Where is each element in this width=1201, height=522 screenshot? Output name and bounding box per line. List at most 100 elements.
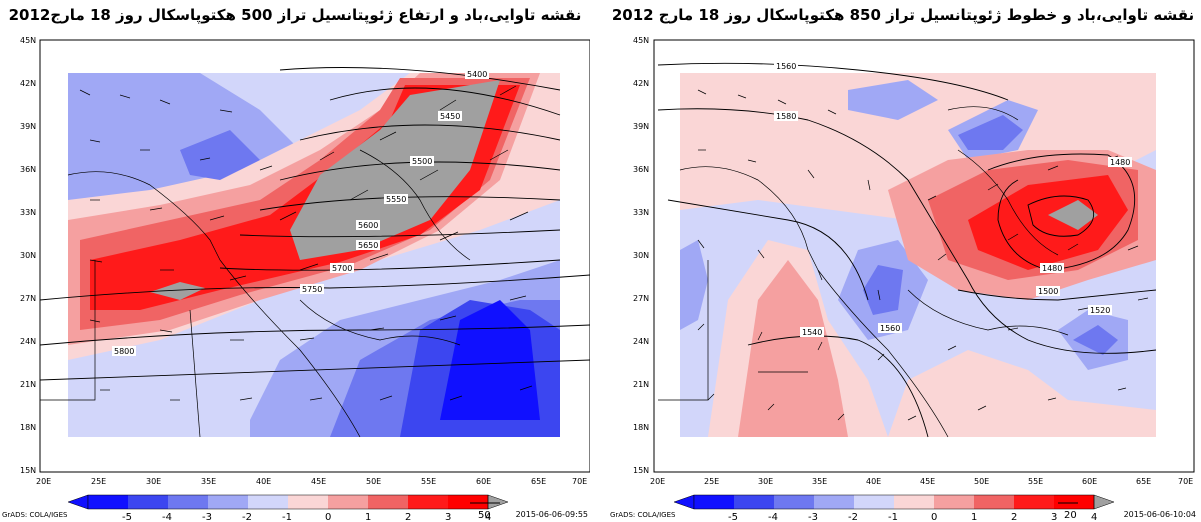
- svg-text:3: 3: [445, 512, 451, 522]
- map-frame: [39, 39, 590, 473]
- svg-text:50: 50: [478, 510, 491, 521]
- colorbar: -5 -4 -3 -2 -1 0 1 2 3 4: [673, 494, 1115, 522]
- svg-text:15N: 15N: [633, 466, 649, 475]
- contour-label: 5500: [412, 157, 432, 166]
- svg-text:3: 3: [1051, 512, 1057, 522]
- contour-label: 5700: [332, 264, 352, 273]
- vorticity-shading: [680, 73, 1156, 437]
- svg-text:39N: 39N: [633, 122, 649, 131]
- svg-text:15N: 15N: [20, 466, 36, 475]
- svg-text:35E: 35E: [812, 477, 827, 486]
- map-frame: [653, 39, 1195, 473]
- svg-text:2: 2: [405, 512, 411, 522]
- svg-text:25E: 25E: [704, 477, 719, 486]
- wind-vectors: [697, 89, 1149, 421]
- contour-label: 1580: [776, 112, 796, 121]
- timestamp: 2015-06-06-09:55: [515, 510, 588, 519]
- vector-reference: 20: [1058, 502, 1078, 521]
- contour-label-group: 1560 1580 1480 1480 1500 1520 1540 1560: [774, 61, 1132, 337]
- svg-text:50E: 50E: [366, 477, 381, 486]
- grads-credit: GrADS: COLA/IGES: [610, 511, 676, 519]
- svg-text:70E: 70E: [572, 477, 587, 486]
- svg-text:45E: 45E: [311, 477, 326, 486]
- svg-text:24N: 24N: [20, 337, 36, 346]
- svg-text:30N: 30N: [633, 251, 649, 260]
- map-panel-850: نقشه تاوایی،باد و خطوط ژئوپتانسیل تراز 8…: [608, 0, 1198, 522]
- y-axis-labels: 45N 42N 39N 36N 33N 30N 27N 24N 21N 18N …: [20, 36, 36, 475]
- svg-text:20E: 20E: [650, 477, 665, 486]
- svg-text:45N: 45N: [633, 36, 649, 45]
- x-axis-labels: 20E 25E 30E 35E 40E 45E 50E 55E 60E 65E …: [36, 477, 587, 486]
- contour-label: 1480: [1042, 264, 1062, 273]
- svg-text:20E: 20E: [36, 477, 51, 486]
- wind-vectors: [79, 85, 533, 401]
- svg-text:-3: -3: [808, 512, 818, 522]
- svg-text:20: 20: [1064, 510, 1077, 521]
- svg-text:27N: 27N: [633, 294, 649, 303]
- map-850: 1560 1580 1480 1480 1500 1520 1540 1560 …: [633, 36, 1195, 522]
- contour-label: 5650: [358, 241, 378, 250]
- svg-text:-5: -5: [728, 512, 738, 522]
- svg-text:-3: -3: [202, 512, 212, 522]
- contour-label: 1520: [1090, 306, 1110, 315]
- svg-text:70E: 70E: [1178, 477, 1193, 486]
- svg-text:42N: 42N: [20, 79, 36, 88]
- map-title-850: نقشه تاوایی،باد و خطوط ژئوپتانسیل تراز 8…: [611, 6, 1195, 24]
- svg-text:-1: -1: [888, 512, 898, 522]
- svg-text:25E: 25E: [91, 477, 106, 486]
- svg-text:-5: -5: [122, 512, 132, 522]
- svg-text:21N: 21N: [20, 380, 36, 389]
- contour-label: 1540: [802, 328, 822, 337]
- contour-label-group: 5400 5450 5500 5550 5600 5650 5700 5750 …: [112, 69, 489, 356]
- svg-text:4: 4: [485, 512, 491, 522]
- svg-text:60E: 60E: [476, 477, 491, 486]
- svg-text:55E: 55E: [421, 477, 436, 486]
- map-500: 5400 5450 5500 5550 5600 5650 5700 5750 …: [20, 36, 590, 522]
- svg-text:36N: 36N: [633, 165, 649, 174]
- svg-text:0: 0: [325, 512, 331, 522]
- svg-text:65E: 65E: [1136, 477, 1151, 486]
- svg-text:2: 2: [1011, 512, 1017, 522]
- contour-label: 1560: [776, 62, 796, 71]
- svg-text:60E: 60E: [1082, 477, 1097, 486]
- svg-text:21N: 21N: [633, 380, 649, 389]
- map-panel-500: نقشه تاوایی،باد و ارتفاع ژئوپتانسیل تراز…: [0, 0, 590, 522]
- svg-text:33N: 33N: [20, 208, 36, 217]
- contour-label: 5600: [358, 221, 378, 230]
- x-axis-labels: 20E 25E 30E 35E 40E 45E 50E 55E 60E 65E …: [650, 477, 1193, 486]
- svg-text:45N: 45N: [20, 36, 36, 45]
- svg-text:39N: 39N: [20, 122, 36, 131]
- svg-text:42N: 42N: [633, 79, 649, 88]
- contour-label: 5800: [114, 347, 134, 356]
- svg-text:55E: 55E: [1028, 477, 1043, 486]
- svg-text:18N: 18N: [633, 423, 649, 432]
- svg-text:30N: 30N: [20, 251, 36, 260]
- contour-label: 5450: [440, 112, 460, 121]
- map-title-500: نقشه تاوایی،باد و ارتفاع ژئوپتانسیل تراز…: [8, 6, 582, 24]
- svg-text:1: 1: [365, 512, 371, 522]
- svg-text:40E: 40E: [866, 477, 881, 486]
- svg-text:18N: 18N: [20, 423, 36, 432]
- timestamp: 2015-06-06-10:04: [1123, 510, 1196, 519]
- svg-text:27N: 27N: [20, 294, 36, 303]
- svg-text:4: 4: [1091, 512, 1097, 522]
- svg-text:0: 0: [931, 512, 937, 522]
- contour-label: 5550: [386, 195, 406, 204]
- svg-text:35E: 35E: [201, 477, 216, 486]
- grads-credit: GrADS: COLA/IGES: [2, 511, 68, 519]
- svg-text:1: 1: [971, 512, 977, 522]
- svg-text:-2: -2: [848, 512, 858, 522]
- svg-text:45E: 45E: [920, 477, 935, 486]
- vorticity-shading: [68, 73, 560, 437]
- svg-text:65E: 65E: [531, 477, 546, 486]
- svg-text:30E: 30E: [758, 477, 773, 486]
- svg-text:-4: -4: [768, 512, 778, 522]
- svg-text:50E: 50E: [974, 477, 989, 486]
- svg-text:40E: 40E: [256, 477, 271, 486]
- contour-label: 5750: [302, 285, 322, 294]
- y-axis-labels: 45N 42N 39N 36N 33N 30N 27N 24N 21N 18N …: [633, 36, 649, 475]
- svg-text:-2: -2: [242, 512, 252, 522]
- contour-label: 1500: [1038, 287, 1058, 296]
- svg-text:24N: 24N: [633, 337, 649, 346]
- geopotential-contours: [657, 62, 1157, 438]
